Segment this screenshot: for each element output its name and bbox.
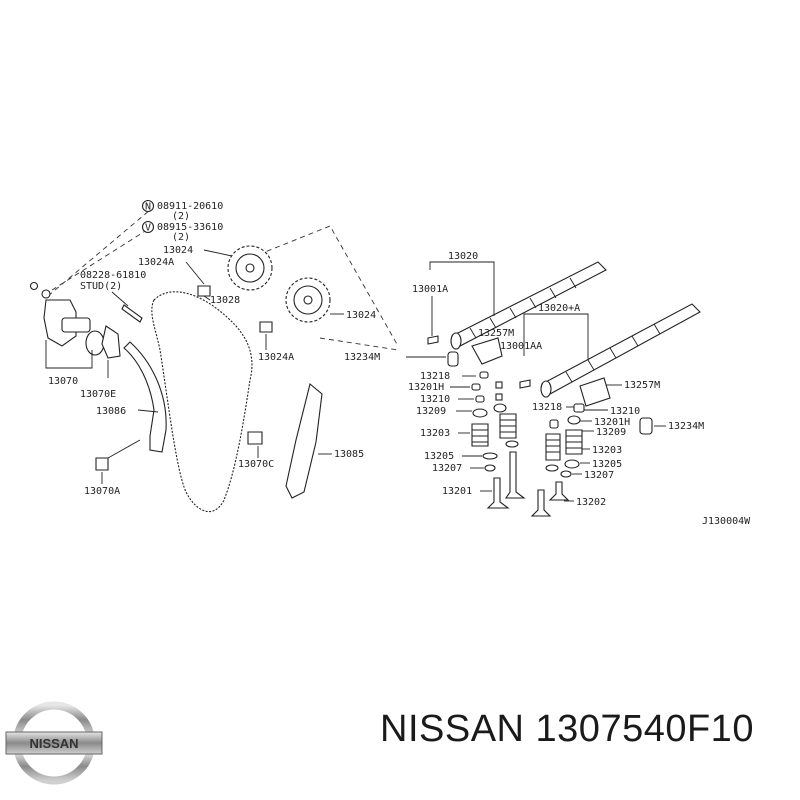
part-number-title: NISSAN 1307540F10 <box>380 708 754 750</box>
bolt-icon <box>259 321 273 333</box>
label-tensioner-bolt: 13070A <box>84 486 120 497</box>
label-stud: STUD(2) <box>80 281 122 292</box>
label-v-bolt: 08915-33610 <box>157 222 223 233</box>
label-sprocket-bolt-b: 13024A <box>258 352 294 363</box>
label-spring-a: 13203 <box>420 428 450 439</box>
sprocket-b-center <box>303 295 313 305</box>
label-valve-ex: 13202 <box>576 497 606 508</box>
bolt-icon <box>427 335 439 345</box>
diagram-code: J130004W <box>702 516 751 527</box>
label-collet-b: 13218 <box>532 402 562 413</box>
label-camshaft-bolt: 13001A <box>412 284 448 295</box>
leader-line <box>185 261 205 285</box>
label-chain-guide: 13085 <box>334 449 364 460</box>
v-symbol-circle <box>141 220 155 234</box>
label-seat-b: 13209 <box>596 427 626 438</box>
stud-icon <box>121 304 143 323</box>
label-guide-bolt: 13070C <box>238 459 274 470</box>
label-tensioner: 13070 <box>48 376 78 387</box>
label-washer-a: 13207 <box>432 463 462 474</box>
camshaft-b <box>541 303 701 395</box>
n-symbol-circle <box>141 199 155 213</box>
logo-text: NISSAN <box>29 736 78 751</box>
label-valve-in: 13201 <box>442 486 472 497</box>
label-sprocket-bolt-a: 13024A <box>138 257 174 268</box>
v-symbol: V <box>145 223 151 234</box>
label-lifter-b: 13234M <box>668 421 704 432</box>
slack-guide <box>123 341 167 453</box>
label-sprocket-b: 13024 <box>346 310 376 321</box>
bracket-b <box>579 377 611 407</box>
cam-lobes <box>565 323 661 383</box>
valve-train-b <box>530 403 585 517</box>
nissan-logo: NISSAN <box>5 701 103 785</box>
label-shim-a: 13201H <box>408 382 444 393</box>
label-seal-a: 13205 <box>424 451 454 462</box>
bolt-icon <box>29 281 39 291</box>
leader-line <box>107 439 141 459</box>
sprocket-a-center <box>245 263 255 273</box>
label-collet-a: 13218 <box>420 371 450 382</box>
timing-chain <box>151 291 253 513</box>
label-washer-b: 13207 <box>584 470 614 481</box>
label-camshaft: 13020 <box>448 251 478 262</box>
label-v-qty: (2) <box>172 232 190 243</box>
label-n-qty: (2) <box>172 211 190 222</box>
leader-line <box>203 249 233 257</box>
label-slack-guide: 13086 <box>96 406 126 417</box>
label-sprocket-a: 13024 <box>163 245 193 256</box>
label-camshaft-b-bolt: 13001AA <box>500 341 542 352</box>
chain-guide <box>285 383 323 499</box>
label-retainer-b: 13210 <box>610 406 640 417</box>
bolt-icon <box>95 457 109 471</box>
tensioner-gasket-plate <box>101 325 121 359</box>
bolt-icon <box>247 431 263 445</box>
leader-line <box>111 291 129 307</box>
bolt-icon <box>519 379 531 389</box>
label-lifter-a: 13234M <box>344 352 380 363</box>
label-seal-b: 13205 <box>592 459 622 470</box>
bolt-icon <box>41 289 51 299</box>
label-retainer-a: 13210 <box>420 394 450 405</box>
label-bracket-a: 13257M <box>478 328 514 339</box>
label-camshaft-b: 13020+A <box>538 303 580 314</box>
label-stud-part: 08228-61810 <box>80 270 146 281</box>
leader-line <box>45 340 93 369</box>
valve-train-a <box>471 371 526 509</box>
label-tensioner-gasket: 13070E <box>80 389 116 400</box>
label-seat-a: 13209 <box>416 406 446 417</box>
camshaft-a <box>451 261 607 347</box>
leader-line <box>523 313 589 360</box>
leader-line <box>137 409 159 413</box>
label-stud-pin: 13028 <box>210 295 240 306</box>
label-shim-b: 13201H <box>594 417 630 428</box>
n-symbol: N <box>145 202 151 213</box>
reference-line <box>47 209 399 351</box>
tensioner-body <box>43 299 77 347</box>
gasket-ring <box>85 330 105 356</box>
label-spring-b: 13203 <box>592 445 622 456</box>
leader-line <box>429 261 495 316</box>
label-n-bolt: 08911-20610 <box>157 201 223 212</box>
leader-line <box>203 295 211 301</box>
bracket-a <box>471 337 503 365</box>
label-bracket-b: 13257M <box>624 380 660 391</box>
camshaft-a-end <box>450 332 462 350</box>
lifter-a <box>447 351 459 367</box>
cam-lobes <box>469 277 577 339</box>
tensioner-plunger <box>61 317 91 333</box>
bolt-icon <box>197 285 211 297</box>
lifter-b <box>639 417 653 435</box>
camshaft-b-end <box>540 380 552 398</box>
